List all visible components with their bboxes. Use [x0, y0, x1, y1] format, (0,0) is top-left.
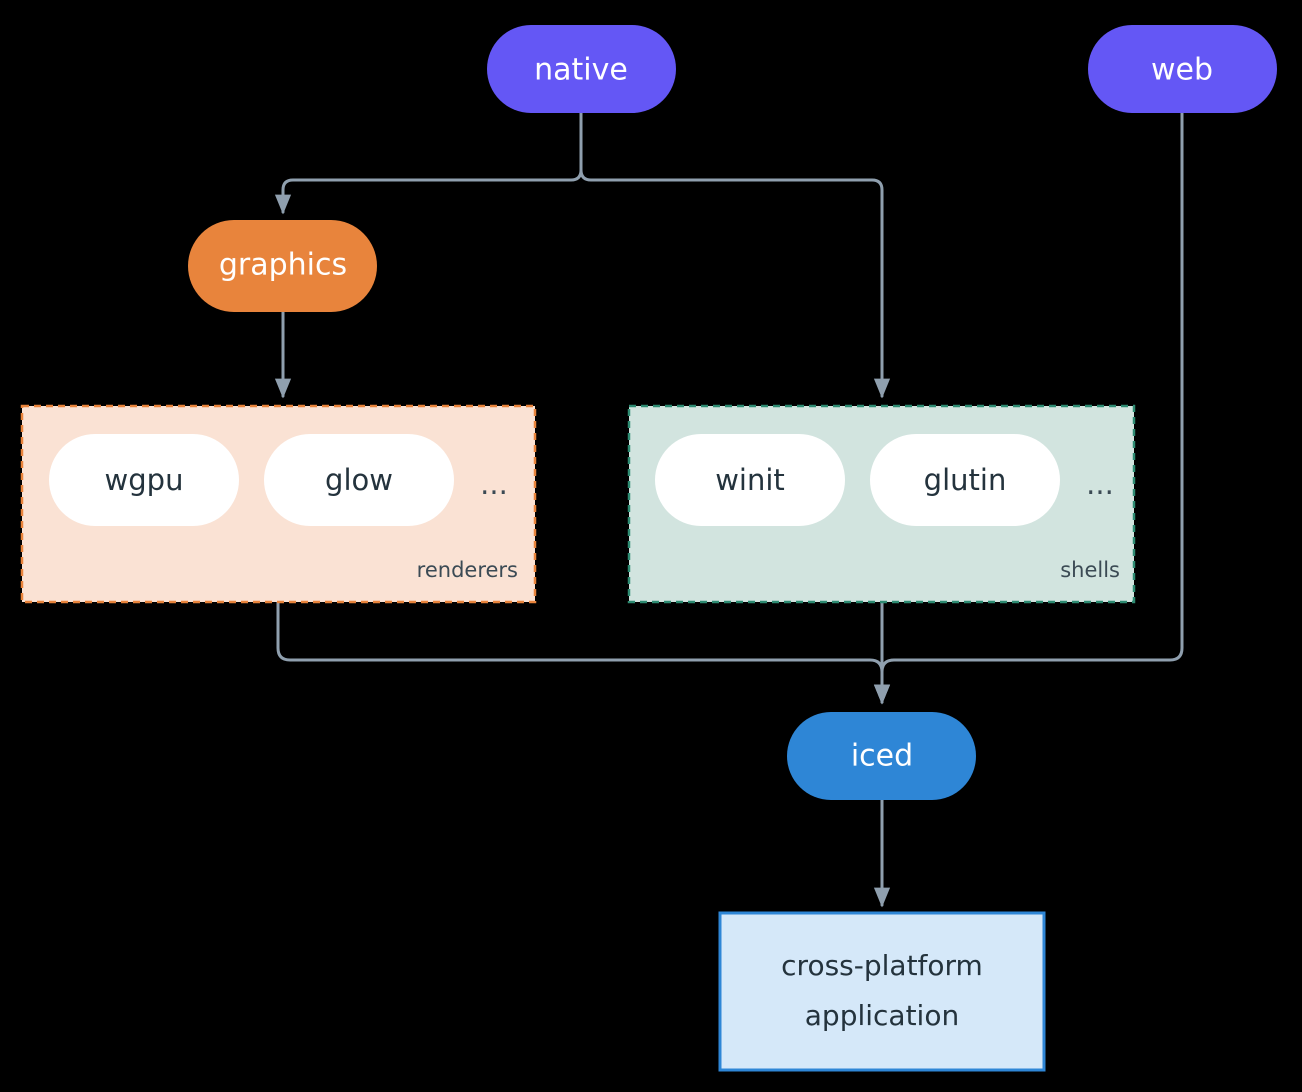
node-application-shape [718, 911, 1046, 1072]
node-native-label: native [534, 53, 628, 88]
chip-wgpu-label: wgpu [105, 463, 184, 497]
node-web-shape [1088, 25, 1277, 113]
chip-winit-shape [655, 434, 845, 526]
renderers-overflow-ellipsis: ... [480, 467, 508, 501]
node-graphics-shape [188, 220, 377, 312]
chip-glow[interactable]: glow [264, 434, 454, 526]
edge-web-to-iced [873, 111, 1184, 705]
edge-native-to-graphics [274, 111, 583, 215]
chip-glutin[interactable]: glutin [870, 434, 1060, 526]
node-application[interactable]: cross-platform application [718, 911, 1046, 1072]
node-graphics[interactable]: graphics [188, 220, 377, 312]
node-application-label-line1: cross-platform [781, 949, 983, 982]
chip-winit-label: winit [715, 463, 785, 497]
node-iced[interactable]: iced [787, 712, 976, 800]
node-native-shape [487, 25, 676, 113]
node-graphics-label: graphics [219, 248, 347, 283]
chip-glow-label: glow [325, 463, 393, 497]
chip-wgpu-shape [49, 434, 239, 526]
group-shells: winit glutin ... shells [627, 404, 1136, 604]
renderers-group-label: renderers [417, 558, 518, 582]
chip-glutin-label: glutin [924, 463, 1007, 497]
chip-glutin-shape [870, 434, 1060, 526]
shells-overflow-ellipsis: ... [1086, 467, 1114, 501]
edge-native-to-shells [579, 111, 891, 399]
node-web-label: web [1151, 53, 1213, 88]
node-iced-label: iced [851, 739, 913, 774]
chip-winit[interactable]: winit [655, 434, 845, 526]
group-renderers: wgpu glow ... renderers [20, 404, 537, 604]
chip-glow-shape [264, 434, 454, 526]
node-native[interactable]: native [487, 25, 676, 113]
chip-wgpu[interactable]: wgpu [49, 434, 239, 526]
shells-group-label: shells [1060, 558, 1120, 582]
edge-renderers-to-iced [276, 600, 891, 705]
node-web[interactable]: web [1088, 25, 1277, 113]
node-iced-shape [787, 712, 976, 800]
edge-layer [274, 111, 1184, 908]
node-application-label-line2: application [805, 999, 959, 1032]
